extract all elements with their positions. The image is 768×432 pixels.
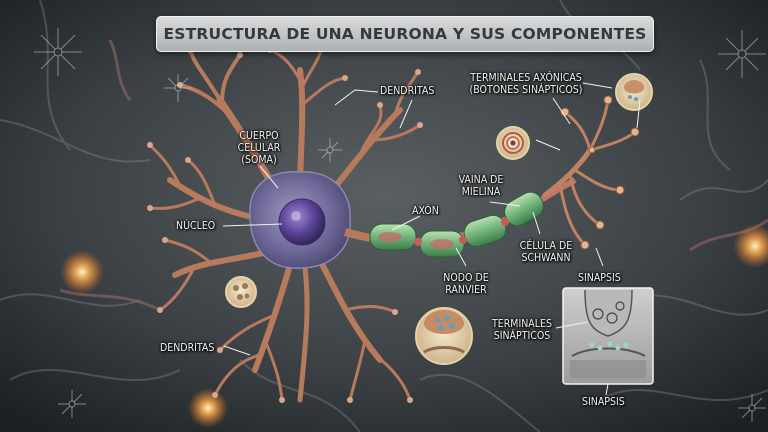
label-nucleo: NÚCLEO [176, 220, 216, 232]
nodes-of-ranvier [414, 218, 509, 246]
dendrite-spines [147, 45, 423, 403]
axon-terminals [542, 98, 637, 247]
label-dendritas-bottom: DENDRITAS [160, 342, 215, 354]
glow-spot [733, 224, 768, 268]
glow-spot [60, 250, 104, 294]
leader-lines [222, 82, 641, 396]
inset-synaptic-bouton [615, 73, 653, 111]
label-terminales-axonicas: TERMINALES AXÓNICAS (BOTONES SINÁPTICOS) [469, 72, 583, 96]
glow-spot [188, 388, 228, 428]
label-celula-schwann: CÉLULA DE SCHWANN [519, 240, 573, 264]
nucleolus [291, 211, 301, 221]
label-sinapsis-bottom: SINAPSIS [582, 396, 625, 408]
label-cuerpo-celular: CUERPO CELULAR (SOMA) [237, 130, 281, 166]
label-sinapsis-top: SINAPSIS [578, 272, 621, 284]
label-terminales-sinapticos: TERMINALES SINÁPTICOS [492, 318, 552, 342]
label-axon: AXÓN [412, 205, 439, 217]
label-nodo-ranvier: NODO DE RANVIER [443, 272, 489, 296]
title-banner: ESTRUCTURA DE UNA NEURONA Y SUS COMPONEN… [156, 16, 654, 52]
nucleus [278, 198, 326, 246]
page-title: ESTRUCTURA DE UNA NEURONA Y SUS COMPONEN… [163, 25, 647, 43]
synapse-detail-panel [562, 287, 654, 385]
decorative-neuron-icon [34, 28, 766, 422]
inset-vesicles [225, 276, 257, 308]
synaptic-boutons [560, 95, 640, 250]
inset-synaptic-terminal [415, 307, 473, 365]
label-vaina-mielina: VAINA DE MIELINA [458, 174, 504, 198]
label-dendritas-top: DENDRITAS [380, 85, 435, 97]
inset-myelin-cross-section [496, 126, 530, 160]
myelin-sheaths [369, 191, 544, 258]
